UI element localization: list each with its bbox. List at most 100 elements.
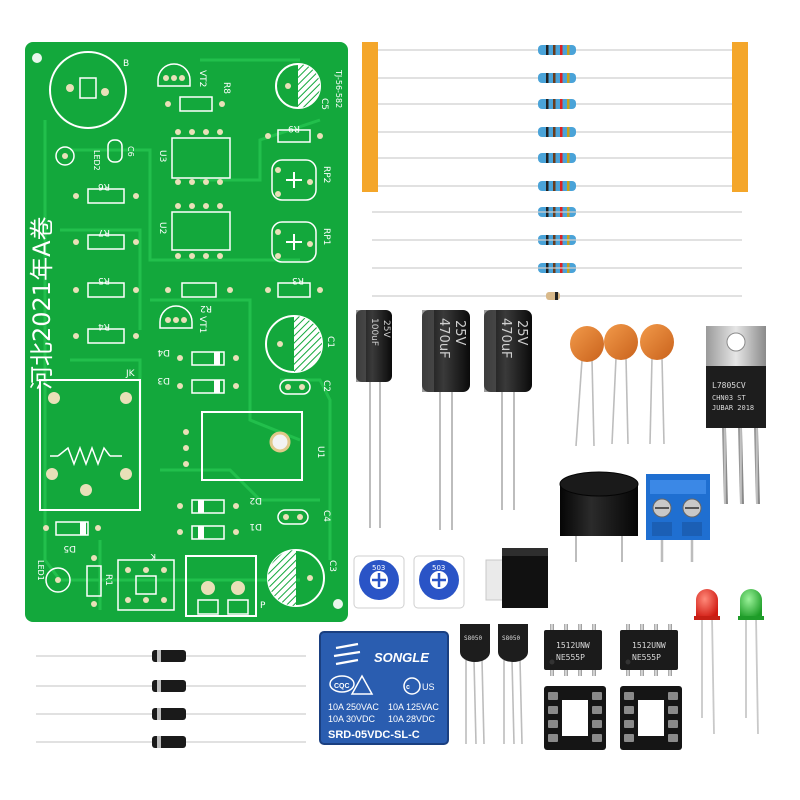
resistor-strip: [362, 42, 748, 300]
label-r1: R1: [103, 574, 113, 586]
footprint-jk: JK: [39, 369, 141, 511]
relay-cert-us: US: [422, 682, 435, 692]
label-r3: R3: [292, 275, 304, 285]
label-r4: R4: [98, 321, 110, 331]
cqc-mark: CQC: [329, 675, 355, 693]
label-vt2: VT2: [197, 70, 207, 87]
footprint-d3: D3: [157, 375, 239, 394]
transistor-left: S8050: [460, 624, 490, 745]
push-switch: [485, 548, 574, 608]
transistor-right-label: S8050: [502, 635, 520, 642]
rectifier-diode: [36, 736, 306, 748]
footprint-vt2: VT2: [157, 63, 207, 87]
buzzer: [559, 471, 639, 562]
electrolytic-capacitor-large-2: 470uF 25V: [484, 310, 532, 510]
relay-spec-left-2: 10A 30VDC: [328, 714, 376, 724]
label-jk: JK: [125, 369, 136, 379]
footprint-d4: D4: [157, 347, 239, 366]
label-k: K: [150, 552, 156, 561]
label-d2: D2: [249, 495, 262, 505]
footprint-c3: C3: [267, 549, 337, 607]
label-r5: R5: [98, 275, 110, 285]
rectifier-diode: [36, 708, 306, 720]
chip-right-line1: 1512UNW: [632, 641, 666, 650]
relay-brand: SONGLE: [374, 650, 429, 665]
chip-right-line2: NE555P: [632, 653, 661, 662]
pcb-title: 河北2021年A卷: [28, 217, 56, 391]
chip-left-line1: 1512UNW: [556, 641, 590, 650]
led-red: [694, 589, 720, 735]
resistor: [378, 181, 732, 191]
resistor: [378, 99, 732, 109]
footprint-c4: C4: [277, 509, 331, 525]
footprint-r8: R8: [165, 82, 231, 112]
screw-terminal: [646, 474, 710, 562]
label-r8: R8: [221, 82, 231, 94]
voltage-regulator: L7805CV CHN03 ST JUBAR 2018: [706, 326, 766, 505]
relay-spec-right-2: 10A 28VDC: [388, 714, 436, 724]
trimpot-right-label: 503: [432, 564, 445, 572]
regulator-line2: CHN03 ST: [712, 394, 747, 402]
transistor-right: S8050: [498, 624, 528, 745]
resistor: [378, 127, 732, 137]
rectifier-diode: [36, 650, 306, 662]
relay-spec-left-1: 10A 250VAC: [328, 702, 379, 712]
chip-left-line2: NE555P: [556, 653, 585, 662]
footprint-r7: R7: [73, 227, 139, 250]
footprint-r4: R4: [73, 321, 139, 344]
footprint-r1: R1: [86, 555, 113, 607]
cap-large-2-voltage: 25V: [514, 320, 529, 346]
relay: SONGLE CQC c US 10A 250VAC 10A 125VAC 10…: [319, 631, 449, 745]
footprint-vt1: VT1: [159, 305, 207, 333]
ceramic-cap-3: [640, 324, 674, 360]
led-green: [738, 589, 764, 735]
mounting-hole: [32, 53, 42, 63]
cap-large-2-value: 470uF: [498, 318, 513, 359]
regulator-line3: JUBAR 2018: [712, 404, 754, 412]
label-c3: C3: [327, 560, 337, 572]
pcb-code: TJ-56-582: [334, 69, 343, 108]
mounting-hole: [333, 599, 343, 609]
footprint-k: K: [117, 552, 175, 611]
footprint-c1: C1: [265, 315, 335, 373]
label-r6: R6: [98, 181, 110, 191]
cap-large-1-value: 470uF: [436, 318, 451, 359]
electrolytic-capacitor-small: 100uF 25V: [356, 310, 392, 528]
cap-small-voltage: 25V: [381, 320, 391, 338]
footprint-rp2: RP2: [271, 159, 331, 201]
resistor: [378, 45, 732, 55]
ceramic-capacitors: [570, 324, 674, 447]
trimpot-left-label: 503: [372, 564, 385, 572]
footprint-u3: U3: [157, 129, 231, 185]
footprint-rp1: RP1: [271, 221, 331, 263]
trimpot-left: 503: [353, 555, 405, 609]
footprint-d2: D2: [177, 495, 262, 514]
footprint-led2: LED2 C6: [55, 139, 135, 171]
label-u1: U1: [315, 446, 325, 458]
label-c5: C5: [319, 98, 329, 110]
footprint-c2: C2: [279, 379, 331, 395]
cap-small-value: 100uF: [369, 318, 379, 346]
trimpot-right: 503: [413, 555, 465, 609]
tape-right: [732, 42, 748, 192]
ceramic-cap-2: [604, 324, 638, 360]
rectifier-diodes: [36, 650, 306, 748]
ceramic-cap-1: [570, 326, 604, 362]
electrolytic-capacitor-large-1: 470uF 25V: [422, 310, 470, 530]
label-r9: R9: [288, 123, 300, 133]
svg-text:c: c: [406, 684, 410, 691]
label-d1: D1: [249, 521, 262, 531]
footprint-r5: R5: [73, 275, 139, 298]
relay-spec-right-1: 10A 125VAC: [388, 702, 439, 712]
label-b: B: [123, 59, 129, 69]
label-vt1: VT1: [197, 316, 207, 333]
label-p: P: [260, 601, 266, 611]
resistor: [378, 73, 732, 83]
regulator-line1: L7805CV: [712, 381, 746, 390]
tape-left: [362, 42, 378, 192]
footprint-r2: R2: [165, 282, 233, 313]
footprint-u1: U1: [183, 411, 325, 481]
ic-socket-right: [620, 686, 682, 750]
label-rp1: RP1: [321, 228, 331, 245]
label-led1: LED1: [36, 560, 45, 581]
